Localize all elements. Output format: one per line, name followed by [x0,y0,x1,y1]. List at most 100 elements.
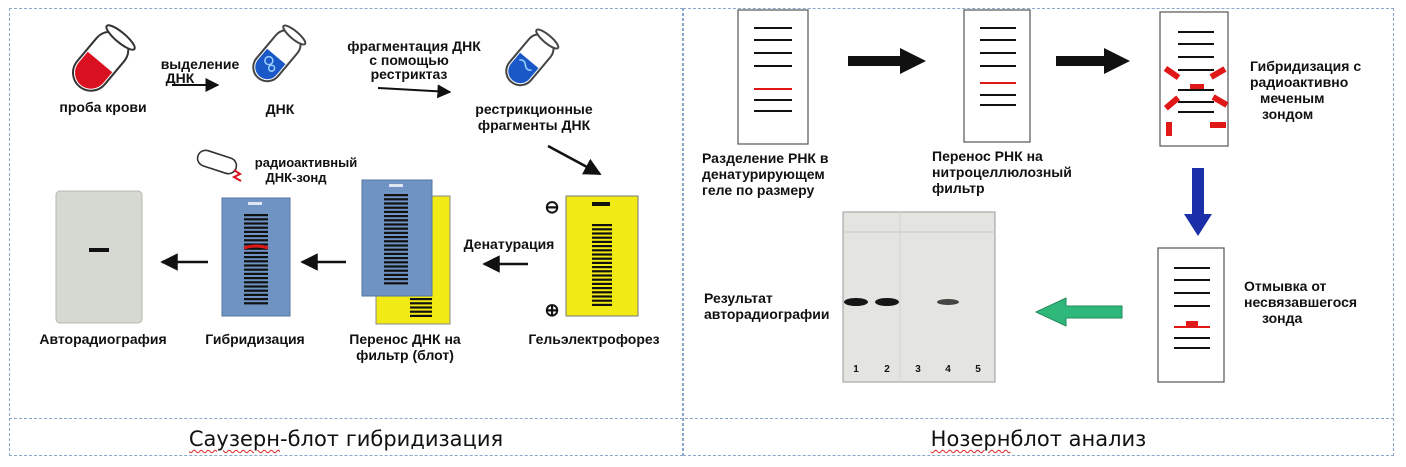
fragments-tube-icon [505,28,560,87]
caption-southern: Саузерн-блот гибридизация [9,426,683,452]
gel-band [244,214,268,217]
arrow-n1 [848,48,926,74]
gel-band [592,257,612,260]
caption-southern-prefix: Саузерн [188,427,280,451]
label-result-1: Результат [704,290,773,306]
gel-band [384,265,408,268]
lane-label-5: 5 [975,364,981,375]
label-denaturation: Денатурация [463,236,555,252]
gel-band [384,198,408,201]
gel-band [592,224,612,227]
hybridization-filter [221,197,291,317]
label-probe-1: радиоактивный [254,155,358,170]
gel-band [592,303,612,306]
gel-band [384,215,408,218]
arrow-n4 [1034,297,1123,327]
gel-band [244,256,268,259]
label-restriction-1: рестрикционные [475,101,593,117]
gel-band [592,266,612,269]
label-fragmentation-3: рестриктаз [370,66,448,82]
label-wash-1: Отмывка от [1244,278,1327,294]
arrow-n2 [1056,48,1130,74]
gel-band [410,310,432,313]
gel-band [244,298,268,301]
gel-band [410,302,432,305]
label-fragmentation-1: фрагментация ДНК [347,38,481,54]
gel-band [592,249,612,252]
gel-band [244,302,268,305]
gel-band [244,277,268,280]
gel-band [244,289,268,292]
gel-band [592,253,612,256]
gel-band [592,274,612,277]
label-blood-sample: проба крови [59,99,147,115]
label-wash-2: несвязавшегося [1244,294,1358,310]
lane-label-3: 3 [915,364,921,375]
label-hybridization: Гибридизация [205,331,305,347]
label-hyb-2: радиоактивно [1250,74,1349,90]
gel-band [244,235,268,238]
rna-gel-1 [737,9,809,145]
label-hyb-1: Гибридизация с [1250,58,1362,74]
gel-band [384,210,408,213]
arrow-to-gel [547,144,602,176]
gel-band [244,260,268,263]
electrophoresis-gel [565,195,639,317]
gel-band [410,306,432,309]
label-hyb-3: меченым [1260,90,1325,106]
label-rna-transfer-1: Перенос РНК на [932,148,1043,164]
caption-southern-suffix: -блот гибридизация [280,427,504,451]
gel-band [384,227,408,230]
label-separation-2: денатурирующем [702,166,825,182]
gel-band [244,268,268,271]
gel-band [384,257,408,260]
gel-band [384,231,408,234]
label-isolation-2: ДНК [165,70,195,86]
label-restriction-2: фрагменты ДНК [477,117,591,133]
probe-tube-icon [196,149,242,182]
label-separation-1: Разделение РНК в [702,150,829,166]
rna-filter-2 [963,9,1031,143]
gel-band [244,226,268,229]
label-fragmentation-2: с помощью [369,52,449,68]
gel-band [592,232,612,235]
gel-band [244,293,268,296]
gel-band [592,299,612,302]
gel-band [592,270,612,273]
gel-band [384,202,408,205]
gel-band [244,281,268,284]
gel-band [384,194,408,197]
gel-band [410,298,432,301]
northern-autoradiograph [842,211,996,383]
label-dna: ДНК [265,101,295,117]
lane-label-1: 1 [853,364,859,375]
gel-band [592,236,612,239]
gel-band [384,261,408,264]
gel-band [244,285,268,288]
gel-band [592,295,612,298]
rna-hybridization-3 [1159,11,1229,147]
arrow-fragmentation [377,84,452,99]
dna-tube-icon [252,24,307,83]
gel-band [244,239,268,242]
gel-band [244,251,268,254]
transfer-stack [361,179,451,325]
rna-wash-4 [1157,247,1225,383]
label-rna-transfer-3: фильтр [932,180,985,196]
gel-band [244,247,268,250]
gel-band [384,282,408,285]
caption-northern-prefix: Нозерн [930,427,1011,451]
gel-band [592,228,612,231]
gel-band [410,314,432,317]
gel-band [592,287,612,290]
gel-band [592,278,612,281]
label-isolation-1: выделение [160,56,240,72]
label-probe-2: ДНК-зонд [265,170,327,185]
northern-panel [683,8,1394,456]
gel-band [244,230,268,233]
southern-panel [9,8,683,456]
label-transfer-2: фильтр (блот) [356,347,454,363]
gel-band [244,222,268,225]
minus-electrode-icon: ⊖ [544,197,560,217]
